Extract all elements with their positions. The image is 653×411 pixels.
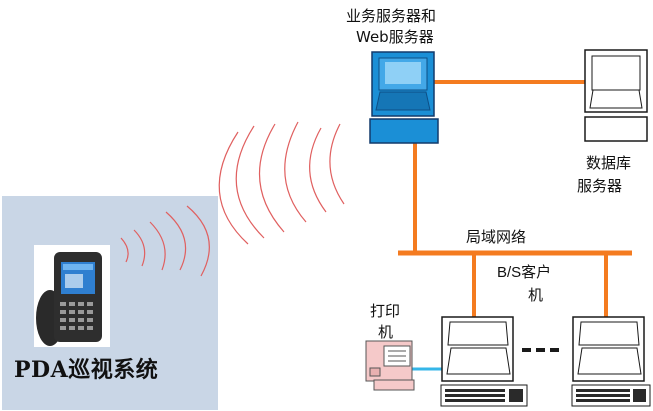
db-server-label-line2: 服务器 (577, 177, 623, 195)
app-server-label-line1: 业务服务器和 (346, 7, 437, 25)
pda-device-icon (34, 245, 110, 347)
more-clients-ellipsis (522, 348, 559, 352)
db-server-icon (584, 49, 648, 142)
app-server-label-line2: Web服务器 (356, 28, 434, 46)
printer-label-line1: 打印 (370, 302, 401, 320)
printer-icon (365, 340, 415, 391)
client-computer-icon-1 (440, 316, 528, 407)
network-lines (398, 80, 632, 371)
printer-label-line2: 机 (378, 323, 394, 341)
app-server-icon (369, 51, 439, 144)
db-server-label-line1: 数据库 (586, 154, 632, 172)
pda-system-label: PDA巡视系统 (14, 357, 159, 383)
bs-client-label-line1: B/S客户 (497, 264, 552, 281)
client-computer-icon-2 (571, 316, 651, 407)
bs-client-label-line2: 机 (528, 286, 544, 304)
wireless-signal-icon (120, 121, 345, 277)
lan-label: 局域网络 (466, 228, 527, 246)
